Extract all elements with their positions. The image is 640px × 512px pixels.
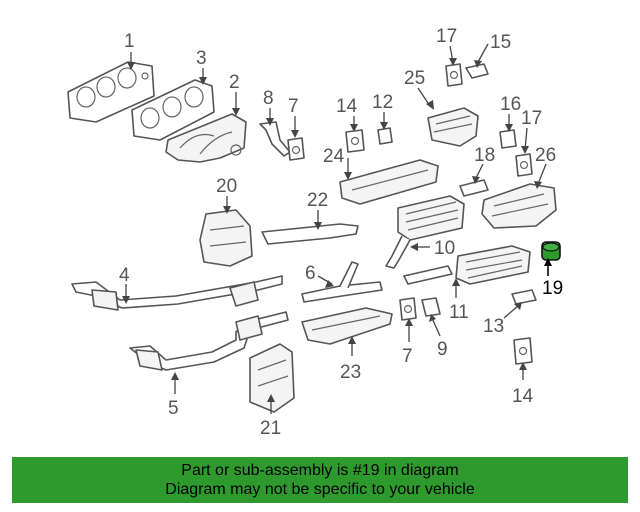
part-22-brace[interactable] xyxy=(261,223,359,245)
part-20-heat-shield[interactable] xyxy=(199,209,253,267)
callout-14-lower: 14 xyxy=(512,386,534,407)
part-23-heat-shield[interactable] xyxy=(301,307,393,345)
part-5-front-pipe[interactable] xyxy=(129,311,289,371)
exhaust-parts-diagram: 1 3 2 8 7 xyxy=(67,26,563,439)
callout-9: 9 xyxy=(437,339,448,360)
callout-1: 1 xyxy=(124,31,135,52)
callout-26: 26 xyxy=(535,145,556,166)
part-3-manifold-gasket[interactable] xyxy=(131,79,215,141)
callout-24: 24 xyxy=(323,146,345,167)
part-7-hanger-upper[interactable] xyxy=(287,137,305,161)
part-14-hanger-upper[interactable] xyxy=(345,129,365,153)
part-7-hanger-lower[interactable] xyxy=(399,297,417,321)
part-16-bracket[interactable] xyxy=(499,129,517,149)
part-10-resonator[interactable] xyxy=(385,195,465,269)
highlight-info-banner: Part or sub-assembly is #19 in diagram D… xyxy=(12,457,628,503)
leader-9 xyxy=(431,317,441,337)
callout-25: 25 xyxy=(404,68,425,89)
leader-13 xyxy=(503,305,519,319)
part-17-hanger-right[interactable] xyxy=(515,153,533,177)
part-19-tailpipe-extension[interactable] xyxy=(541,241,561,261)
callout-23: 23 xyxy=(340,362,361,383)
callout-2: 2 xyxy=(229,72,240,93)
part-12-clamp[interactable] xyxy=(377,127,393,145)
part-25-heat-shield[interactable] xyxy=(427,107,479,147)
callout-19[interactable]: 19 xyxy=(542,278,563,299)
part-2-exhaust-manifold[interactable] xyxy=(165,113,247,163)
leader-15 xyxy=(477,43,489,63)
part-17-hanger-top[interactable] xyxy=(445,63,463,87)
callout-6: 6 xyxy=(305,263,316,284)
callout-7-lower: 7 xyxy=(402,346,413,367)
part-6-y-pipe[interactable] xyxy=(301,261,383,303)
callout-13: 13 xyxy=(483,316,504,337)
leader-26 xyxy=(537,163,547,185)
part-21-heat-shield[interactable] xyxy=(249,343,295,413)
callout-20: 20 xyxy=(216,176,237,197)
part-9-clamp[interactable] xyxy=(421,297,441,317)
part-4-front-pipe[interactable] xyxy=(71,275,283,311)
part-11-muffler[interactable] xyxy=(403,245,531,285)
callout-3: 3 xyxy=(196,48,207,69)
callout-22: 22 xyxy=(307,190,328,211)
callout-4: 4 xyxy=(119,265,130,286)
banner-line-1: Part or sub-assembly is #19 in diagram xyxy=(181,462,459,479)
callout-12: 12 xyxy=(372,92,393,113)
banner-line-2: Diagram may not be specific to your vehi… xyxy=(165,481,475,498)
part-26-heat-shield[interactable] xyxy=(481,183,557,229)
callout-17-top: 17 xyxy=(436,26,457,47)
callout-21: 21 xyxy=(260,418,281,439)
part-13-bracket[interactable] xyxy=(511,289,537,305)
callout-14-upper: 14 xyxy=(336,96,358,117)
callout-7-upper: 7 xyxy=(288,96,299,117)
part-24-heat-shield[interactable] xyxy=(339,159,439,205)
callout-8: 8 xyxy=(263,88,274,109)
leader-18 xyxy=(475,163,484,179)
callout-18: 18 xyxy=(474,145,495,166)
callout-15: 15 xyxy=(490,32,511,53)
callout-17-right: 17 xyxy=(521,108,542,129)
part-18-bracket[interactable] xyxy=(459,179,489,197)
callout-16: 16 xyxy=(500,94,521,115)
callout-11: 11 xyxy=(449,302,469,323)
part-14-hanger-lower[interactable] xyxy=(513,337,533,365)
part-8-bracket[interactable] xyxy=(259,121,291,157)
callout-10: 10 xyxy=(434,238,455,259)
callout-5: 5 xyxy=(168,398,179,419)
